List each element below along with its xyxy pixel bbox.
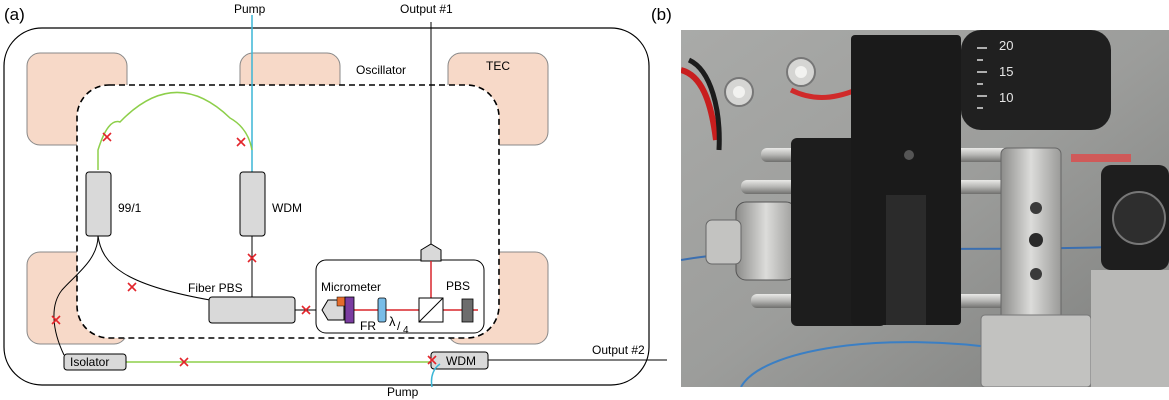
quarter-wave-plate <box>377 297 387 323</box>
oscillator-label: Oscillator <box>356 63 406 77</box>
dial-ticks <box>977 47 987 109</box>
coupler-99-1 <box>85 171 112 237</box>
red-x-icon <box>102 132 112 142</box>
tec-label: TEC <box>486 59 510 73</box>
pump-top-label: Pump <box>234 2 266 16</box>
fiber-pbs-label: Fiber PBS <box>188 281 243 295</box>
screw-1-inner <box>733 86 745 98</box>
base-block <box>980 314 1092 387</box>
micrometer-orange <box>336 296 346 307</box>
mount-hole-2 <box>1029 233 1043 247</box>
pbs-cube-diagonal <box>418 297 444 323</box>
lens-mount <box>735 201 797 281</box>
base-right <box>1091 270 1169 387</box>
lambda-slash: / <box>397 319 401 333</box>
red-wire-2 <box>789 87 857 100</box>
isolator <box>63 353 127 371</box>
pentagon-collimator-icon <box>420 243 442 262</box>
black-wire <box>687 57 722 151</box>
outer-enclosure <box>3 27 650 386</box>
output2-label: Output #2 <box>592 343 645 357</box>
pbs-label: PBS <box>446 279 470 293</box>
wdm-main <box>239 171 266 237</box>
pump-bottom-label: Pump <box>387 385 419 399</box>
stage-screw <box>904 150 914 160</box>
fiber-coupler-to-isolator <box>53 235 99 356</box>
fiber-coupler-to-pbs <box>97 235 211 301</box>
dial-10: 10 <box>999 90 1013 105</box>
lambda-symbol: λ <box>389 314 396 329</box>
screw-2-inner <box>795 66 807 78</box>
dial-20: 20 <box>999 38 1013 53</box>
coupler-label: 99/1 <box>118 201 142 215</box>
mount-hole-3 <box>1030 268 1042 280</box>
red-x-icon <box>427 355 437 365</box>
red-x-icon <box>179 357 189 367</box>
stage-block <box>851 35 961 325</box>
dial-15: 15 <box>999 64 1013 79</box>
setup-photo: 20 15 10 <box>681 30 1169 387</box>
stage-notch <box>886 195 926 325</box>
isolator-label: Isolator <box>70 355 109 369</box>
red-glow <box>1071 154 1131 162</box>
red-x-icon <box>127 282 137 292</box>
panel-b-label: (b) <box>651 5 672 24</box>
mount-hole-1 <box>1030 202 1042 214</box>
wdm-main-label: WDM <box>272 201 302 215</box>
lens-tube <box>705 219 742 265</box>
fiber-pbs <box>208 296 296 324</box>
output1-label: Output #1 <box>400 2 453 16</box>
red-x-icon <box>236 137 246 147</box>
red-x-icon <box>51 315 61 325</box>
micrometer-label: Micrometer <box>321 280 381 294</box>
beam-dump <box>461 298 474 323</box>
panel-a-label: (a) <box>4 5 25 24</box>
pump-fiber-bottom <box>430 363 441 388</box>
rotation-mount-ring <box>1112 191 1166 245</box>
red-x-icon <box>301 305 311 315</box>
green-loop-fiber <box>97 91 253 170</box>
red-x-icon <box>247 253 257 263</box>
fr-label: FR <box>360 319 376 333</box>
lambda-denominator: 4 <box>403 325 409 336</box>
red-wire <box>681 67 719 141</box>
splices <box>51 132 437 367</box>
blue-cable-2 <box>740 341 1012 387</box>
wdm-bottom-label: WDM <box>446 354 476 368</box>
micrometer-dial <box>961 30 1111 130</box>
faraday-rotator <box>344 296 355 324</box>
